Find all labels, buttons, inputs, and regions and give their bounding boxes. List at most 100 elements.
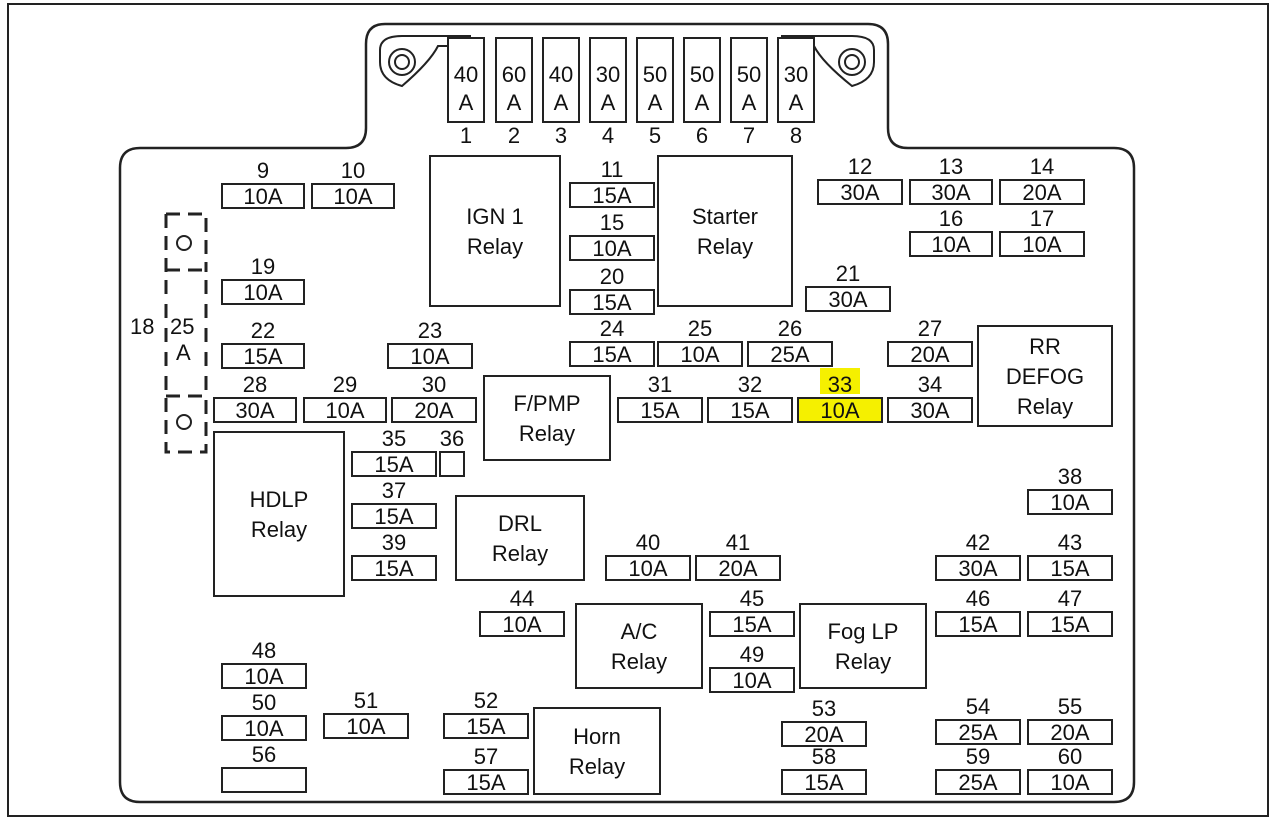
mounting-ear-left	[379, 35, 471, 88]
fuse-number: 54	[966, 694, 990, 719]
mount-hole	[176, 235, 192, 251]
fuse-number: 36	[440, 426, 464, 451]
maxi-fuse-unit: A	[742, 90, 757, 115]
fuse-rating: 10A	[502, 612, 541, 637]
fuse-rating: 15A	[732, 612, 771, 637]
fuse-rating: 20A	[718, 556, 757, 581]
fuse-36: 36	[439, 426, 465, 477]
outer-frame	[7, 3, 1269, 817]
maxi-fuse-unit: A	[695, 90, 710, 115]
maxi-fuse-unit: A	[554, 90, 569, 115]
highlight-marker	[820, 368, 860, 394]
fuse-rating: 20A	[1050, 720, 1089, 745]
fuse-number: 30	[422, 372, 446, 397]
fuse-number: 19	[251, 254, 275, 279]
fuse-number: 39	[382, 530, 406, 555]
fuse-number: 41	[726, 530, 750, 555]
maxi-fuse-rating: 40	[549, 62, 573, 87]
fuse-rating: 10A	[680, 342, 719, 367]
fuse-number: 28	[243, 372, 267, 397]
fuse-number: 46	[966, 586, 990, 611]
fuse-rating: 10A	[243, 280, 282, 305]
maxi-fuse-rating: 30	[784, 62, 808, 87]
fuse-number: 52	[474, 688, 498, 713]
fuse-number: 26	[778, 316, 802, 341]
fuse-rating: 10A	[1022, 232, 1061, 257]
fuse-number: 20	[600, 264, 624, 289]
fuse-rating: 15A	[730, 398, 769, 423]
side-fuse-18: 18 25 A	[130, 212, 208, 454]
fuse-number-18: 18	[130, 314, 154, 339]
fuse-number: 12	[848, 154, 872, 179]
relay-label: DRL	[498, 511, 542, 536]
fuse-number: 45	[740, 586, 764, 611]
fuse-rating: 10A	[732, 668, 771, 693]
fuse-rating: 15A	[592, 290, 631, 315]
relay-label: Relay	[467, 234, 523, 259]
fuse-rating: 10A	[1050, 770, 1089, 795]
fuse-rating: 15A	[466, 770, 505, 795]
fuse-number: 25	[688, 316, 712, 341]
fuse-number: 9	[257, 158, 269, 183]
maxi-fuse-unit: A	[789, 90, 804, 115]
fuse-rating: 15A	[243, 344, 282, 369]
fuse-number: 55	[1058, 694, 1082, 719]
fuse-number: 17	[1030, 206, 1054, 231]
fuse-number: 13	[939, 154, 963, 179]
fuse-box-outline	[118, 22, 1136, 804]
fuse-rating: 30A	[910, 398, 949, 423]
relays: IGN 1RelayStarterRelayRRDEFOGRelayF/PMPR…	[213, 155, 1113, 795]
relay-label: RR	[1029, 334, 1061, 359]
fuse-number: 23	[418, 318, 442, 343]
fuse-rating: 10A	[346, 714, 385, 739]
fuse-rating: 15A	[374, 504, 413, 529]
fuse-number: 21	[836, 261, 860, 286]
fuse-number: 57	[474, 744, 498, 769]
fuse-number: 33	[828, 372, 852, 397]
fuse-number: 56	[252, 742, 276, 767]
relay-label: Starter	[692, 204, 758, 229]
fuse-rating: 30A	[931, 180, 970, 205]
fuse-rating: 15A	[804, 770, 843, 795]
fuse-number: 11	[601, 157, 624, 182]
maxi-fuse-rating: 50	[690, 62, 714, 87]
fuse-number: 34	[918, 372, 942, 397]
relay-label: Relay	[1017, 394, 1073, 419]
fuse-rating: 15A	[374, 452, 413, 477]
fuse-number: 32	[738, 372, 762, 397]
fuse-rating: 20A	[804, 722, 843, 747]
fuse-number: 15	[600, 210, 624, 235]
